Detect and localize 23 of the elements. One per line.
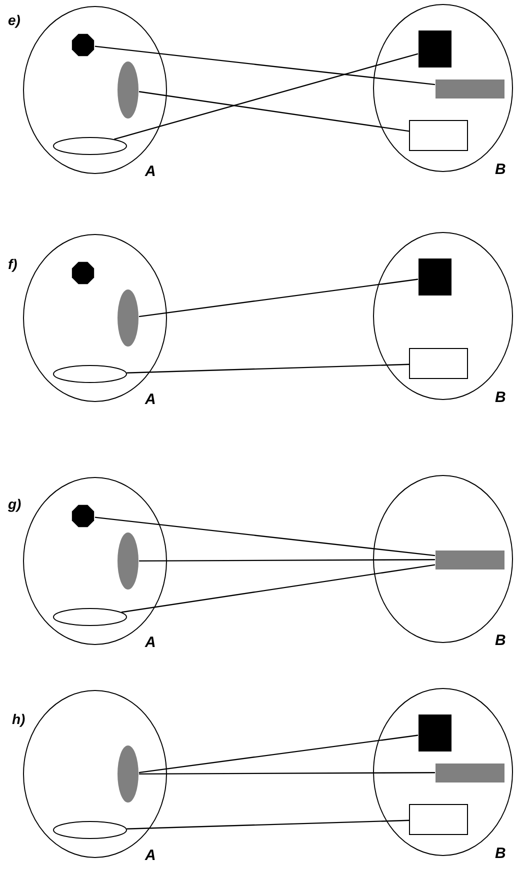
set-label: B	[495, 390, 506, 406]
panel-label: g)	[8, 497, 22, 512]
set-label: B	[495, 633, 506, 649]
set-label: A	[145, 164, 156, 180]
set-label: A	[145, 848, 156, 864]
mapping-line	[139, 559, 435, 562]
mapping-line	[138, 278, 418, 318]
set-label: A	[145, 635, 156, 651]
mapping-line	[126, 364, 410, 374]
mapping-line	[139, 772, 435, 775]
mapping-line	[121, 564, 436, 613]
panel-label: f)	[8, 257, 18, 272]
set-label: B	[495, 846, 506, 862]
set-label: A	[145, 392, 156, 408]
mapping-line	[138, 734, 418, 774]
panel-label: h)	[12, 712, 26, 727]
mapping-line	[94, 46, 436, 86]
mapping-line	[138, 91, 410, 132]
mapping-line	[94, 516, 436, 556]
mapping-line	[114, 53, 418, 140]
panel-label: e)	[8, 13, 20, 28]
mapping-line	[126, 820, 410, 830]
set-label: B	[495, 162, 506, 178]
